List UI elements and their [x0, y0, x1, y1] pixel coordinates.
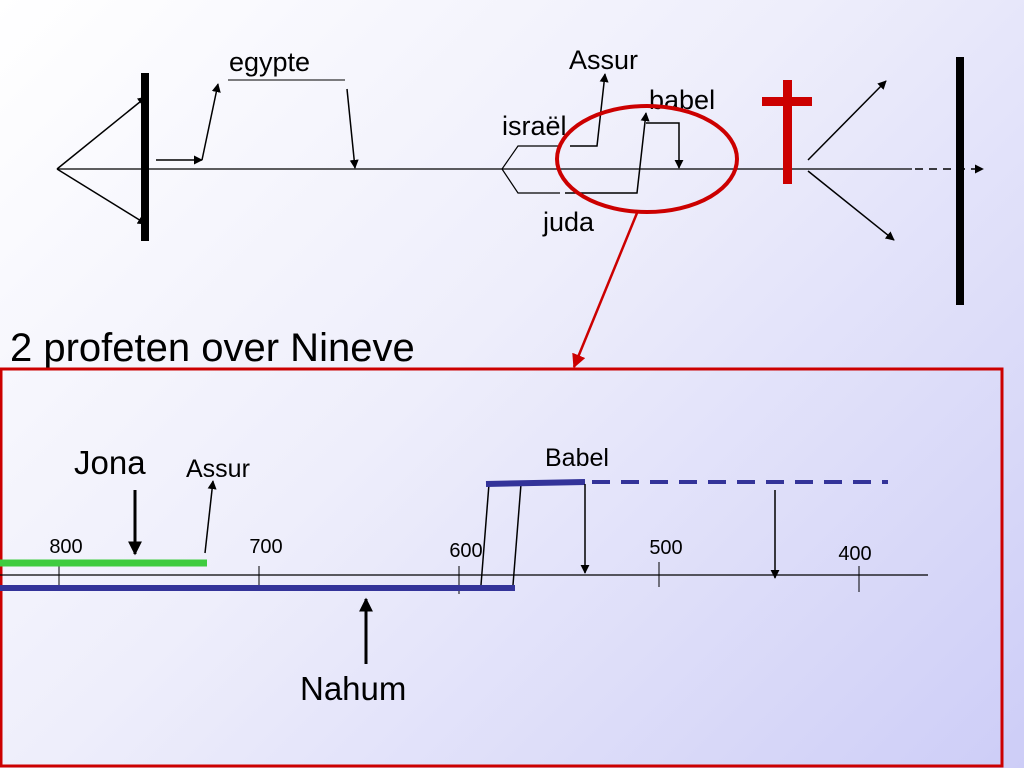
- jona-label: Jona: [74, 444, 146, 481]
- right-wedge-upper: [807, 80, 887, 161]
- kingdom-split-outline: [501, 145, 560, 194]
- left-boundary-bar: [141, 73, 149, 241]
- egypt-label: egypte: [229, 47, 310, 77]
- left-wedge-lower: [56, 168, 147, 225]
- overview-timeline: egypte israël juda Assur babel: [56, 45, 984, 369]
- left-wedge-upper: [56, 96, 147, 170]
- assur-arrow: [570, 73, 609, 147]
- babel-detail-label: Babel: [545, 444, 609, 472]
- axis-tick-label-800: 800: [49, 536, 82, 558]
- babel-rise-line-2: [512, 483, 522, 586]
- right-boundary-bar: [956, 57, 964, 305]
- babel-return-arrow: [646, 122, 684, 169]
- assur-label: Assur: [569, 45, 638, 75]
- cross-icon: [762, 80, 812, 184]
- slide-title: 2 profeten over Nineve: [10, 326, 415, 370]
- israel-label: israël: [502, 111, 567, 141]
- babel-arrow: [565, 112, 650, 194]
- nahum-label: Nahum: [300, 670, 406, 707]
- babel-period-bar: [485, 479, 586, 487]
- highlight-ellipse: [555, 104, 739, 214]
- axis-ticks: 800 700 600 500 400: [49, 536, 872, 594]
- assur-detail-label: Assur: [186, 455, 250, 483]
- axis-tick-label-600: 600: [449, 540, 482, 562]
- babel-rise-line-1: [480, 483, 490, 586]
- zoom-pointer-arrow: [572, 212, 639, 369]
- detail-panel: 800 700 600 500 400 Jona Assur Nahum Bab…: [0, 367, 1004, 768]
- right-wedge-lower: [807, 170, 895, 241]
- egypt-down-arrow: [346, 88, 359, 169]
- axis-tick-label-400: 400: [838, 543, 871, 565]
- detail-frame: [0, 367, 1004, 768]
- assur-detail-arrow: [204, 480, 217, 554]
- axis-tick-label-500: 500: [649, 537, 682, 559]
- juda-label: juda: [542, 207, 595, 237]
- egypt-up-arrow: [201, 83, 221, 161]
- axis-tick-label-700: 700: [249, 536, 282, 558]
